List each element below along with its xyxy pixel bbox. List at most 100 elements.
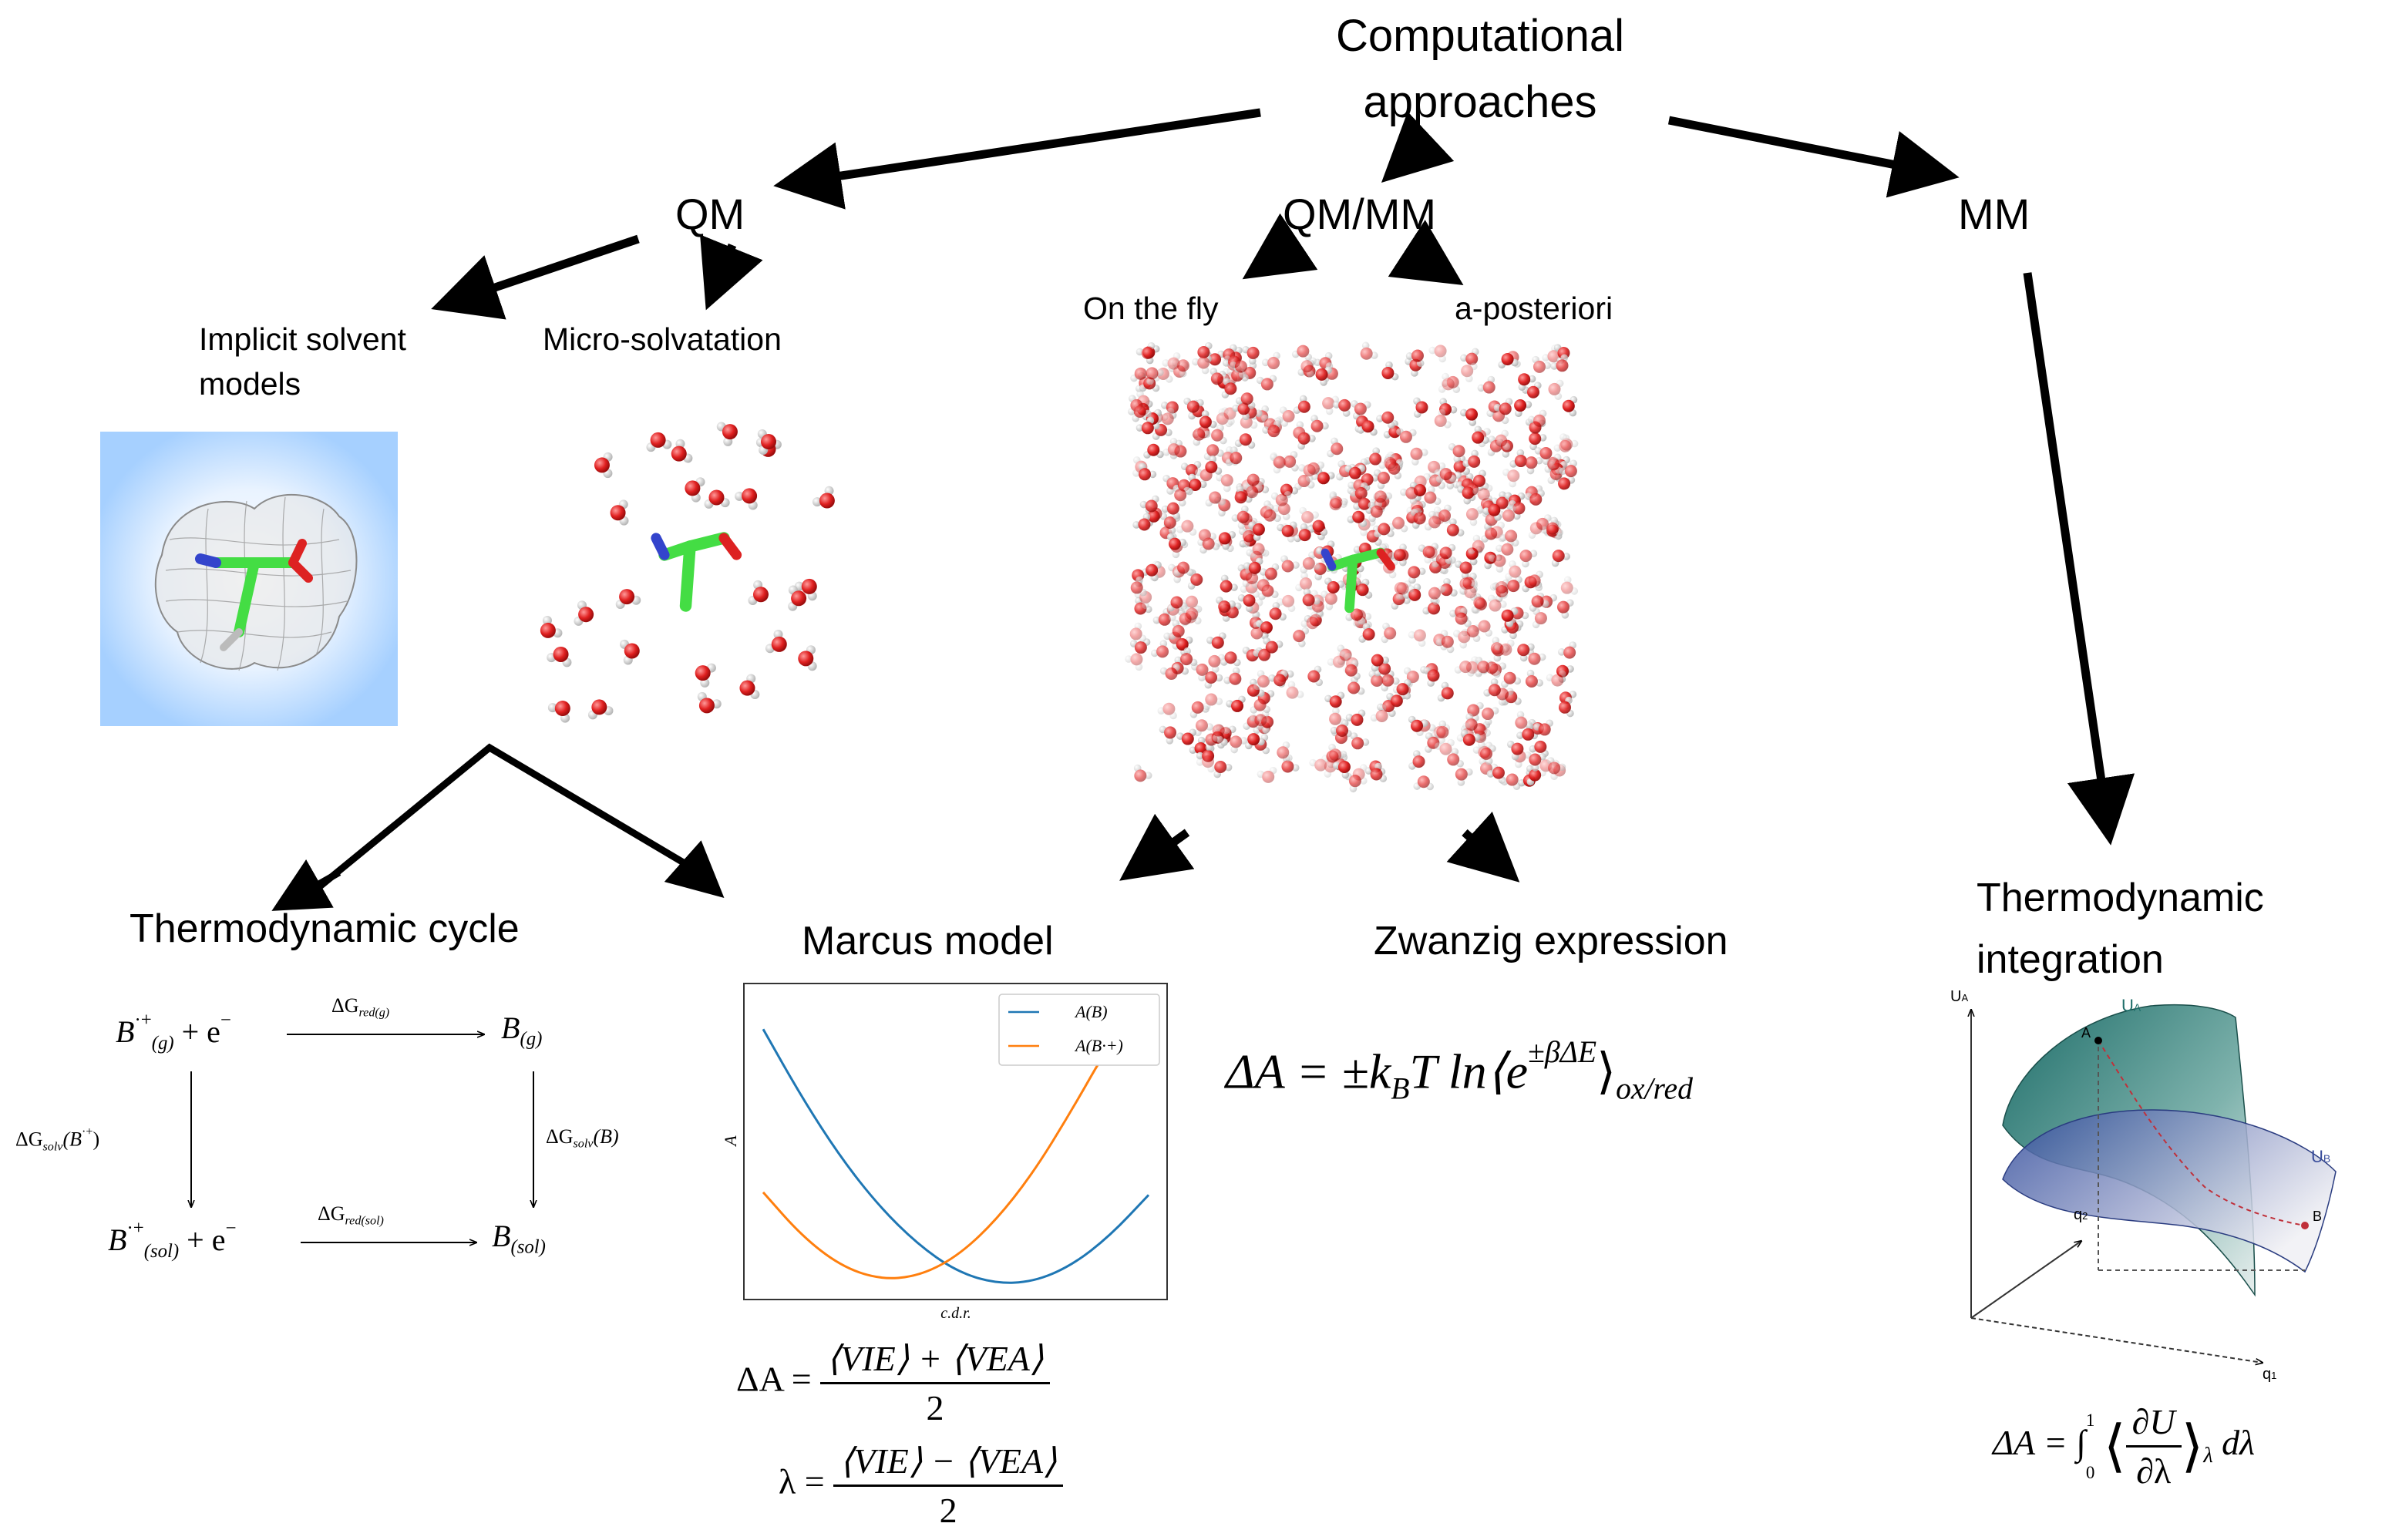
water-molecule [1528, 522, 1548, 540]
water-molecule [1396, 679, 1411, 700]
water-molecule [1360, 341, 1378, 360]
water-molecule [1315, 366, 1333, 386]
water-molecule [1204, 671, 1223, 689]
water-molecule [1213, 760, 1233, 778]
water-molecule [1482, 707, 1499, 726]
water-molecule [1203, 444, 1224, 460]
water-molecule [646, 432, 672, 452]
water-molecule [1526, 765, 1542, 786]
water-molecule [1370, 704, 1388, 722]
arrow-mm-to-ti [2023, 272, 2135, 846]
water-molecule [1194, 719, 1214, 737]
water-molecule [1143, 443, 1164, 459]
ti-point-a-label: A [2081, 1025, 2091, 1041]
water-molecule [1162, 352, 1181, 370]
water-molecule [1327, 650, 1345, 668]
water-molecule [1408, 629, 1426, 647]
water-molecule [1211, 424, 1227, 445]
water-molecule [1455, 607, 1472, 627]
arrow-to-micro [700, 234, 763, 311]
water-molecule [1477, 375, 1495, 394]
water-molecule [788, 585, 807, 611]
water-molecule [1344, 659, 1361, 680]
water-molecule [1212, 724, 1230, 742]
marcus-delta-a-equation: ΔA = ⟨VIE⟩ + ⟨VEA⟩2 [736, 1337, 1050, 1428]
water-molecule [1437, 681, 1454, 702]
cycle-top-left: B·+(g) + e− [116, 1010, 231, 1054]
ti-axis-q2-label: q2 [2074, 1206, 2088, 1223]
water-molecule [1234, 486, 1253, 504]
water-molecule [1506, 740, 1524, 761]
arrow-qmmm-to-zwanzig [1446, 812, 1520, 883]
water-molecule [1472, 425, 1489, 444]
water-molecule [1428, 585, 1445, 605]
water-molecule [587, 699, 614, 720]
water-molecule [1216, 597, 1236, 614]
water-molecule [1502, 469, 1520, 488]
water-molecule [1307, 519, 1328, 536]
cycle-right-arrow-label: ΔGsolv(B) [546, 1125, 619, 1151]
water-molecule [1519, 550, 1538, 568]
water-molecule [1231, 505, 1250, 523]
water-molecule [1242, 483, 1263, 499]
water-molecule [1237, 593, 1256, 613]
water-molecule [1159, 664, 1180, 681]
water-molecule [1234, 433, 1256, 449]
water-molecule [1423, 667, 1440, 688]
water-molecule [1129, 638, 1151, 654]
water-molecule [1230, 735, 1248, 754]
water-molecule [1345, 608, 1366, 625]
water-molecule [1310, 415, 1329, 432]
water-molecule [1475, 656, 1490, 678]
water-molecule [1434, 738, 1455, 755]
water-molecule [1189, 701, 1210, 718]
water-molecule [1408, 750, 1425, 770]
water-molecule [1482, 503, 1502, 521]
water-molecule [1349, 482, 1368, 500]
ti-point-b-label: B [2313, 1209, 2323, 1224]
water-molecule [1461, 362, 1478, 383]
implicit-solvent-image [100, 432, 398, 726]
water-molecule [1193, 428, 1211, 446]
title-line-1: Computational [1336, 11, 1624, 61]
water-molecule [1132, 513, 1151, 531]
marcus-y-label: A [721, 1135, 740, 1148]
water-molecule [1262, 420, 1281, 438]
water-molecule [1357, 420, 1378, 436]
water-molecule [1448, 442, 1465, 463]
water-molecule [1336, 460, 1352, 481]
water-molecule [1192, 356, 1210, 375]
water-molecule [1546, 670, 1566, 687]
solute-molecule [1321, 547, 1395, 614]
water-molecule [1370, 762, 1388, 782]
water-molecule [1439, 543, 1456, 564]
water-molecule [1460, 408, 1479, 426]
water-molecule [671, 439, 693, 463]
water-molecule [1248, 543, 1270, 559]
water-molecule [1374, 523, 1395, 538]
cycle-bottom-arrow-label: ΔGred(sol) [318, 1202, 384, 1228]
water-molecule [1344, 464, 1365, 479]
water-molecule [1250, 698, 1271, 714]
water-molecule [1396, 582, 1415, 600]
water-molecule [1176, 728, 1197, 745]
water-molecule [1263, 503, 1281, 523]
water-molecule [1329, 493, 1347, 511]
water-molecule [1472, 484, 1493, 501]
water-molecule [1307, 665, 1324, 687]
water-molecule [1189, 736, 1207, 755]
branch-qm: QM [675, 190, 745, 238]
water-molecule [1529, 432, 1547, 451]
water-molecule [1245, 733, 1265, 750]
water-molecule [1218, 531, 1236, 550]
water-molecule [1180, 647, 1198, 667]
water-molecule [1238, 527, 1256, 548]
water-molecule [594, 452, 613, 479]
water-molecule [1498, 352, 1519, 369]
zwanzig-equation: ΔA = ±kBT ln⟨e±βΔE⟩ox/red [1226, 1035, 1693, 1106]
marcus-x-label: c.d.r. [940, 1305, 971, 1322]
legend-series-2: A(B·+) [1074, 1036, 1123, 1055]
water-molecule [1546, 516, 1563, 536]
water-molecule [1249, 710, 1270, 727]
water-molecule [1130, 576, 1147, 597]
